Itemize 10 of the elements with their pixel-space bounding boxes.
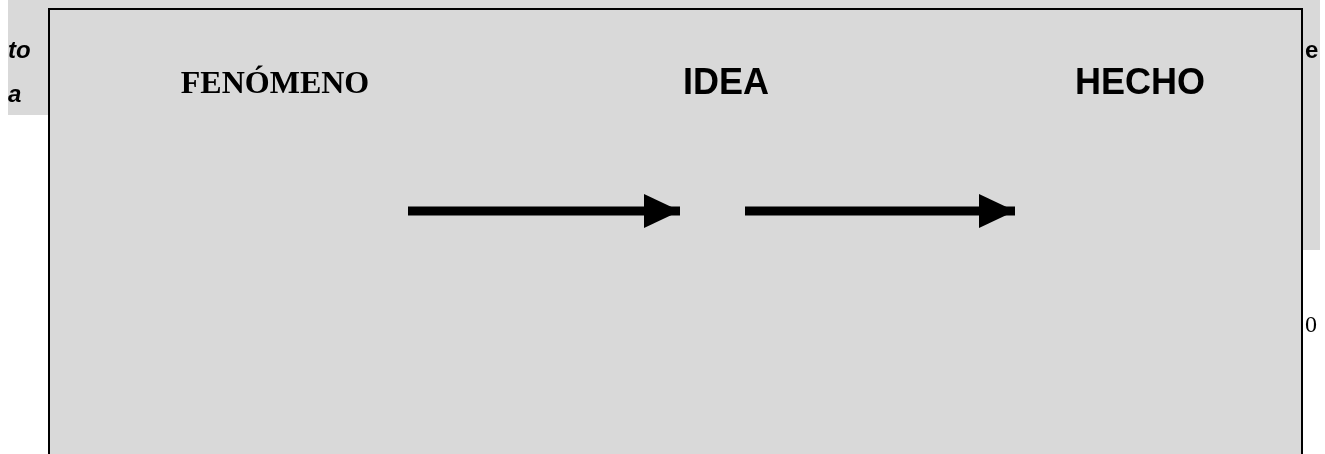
heading-column: HECHO (1015, 64, 1265, 240)
arrow (408, 194, 680, 228)
heading-column: IDEA (680, 64, 772, 194)
text-fragment: 0 (1305, 312, 1317, 336)
text-fragment: to (8, 38, 31, 62)
text-fragment: e (1305, 38, 1319, 62)
heading-column: FENÓMENO (150, 64, 400, 194)
frame-panel (48, 8, 1303, 454)
text-fragment: a (8, 82, 22, 106)
arrow (745, 194, 1015, 228)
